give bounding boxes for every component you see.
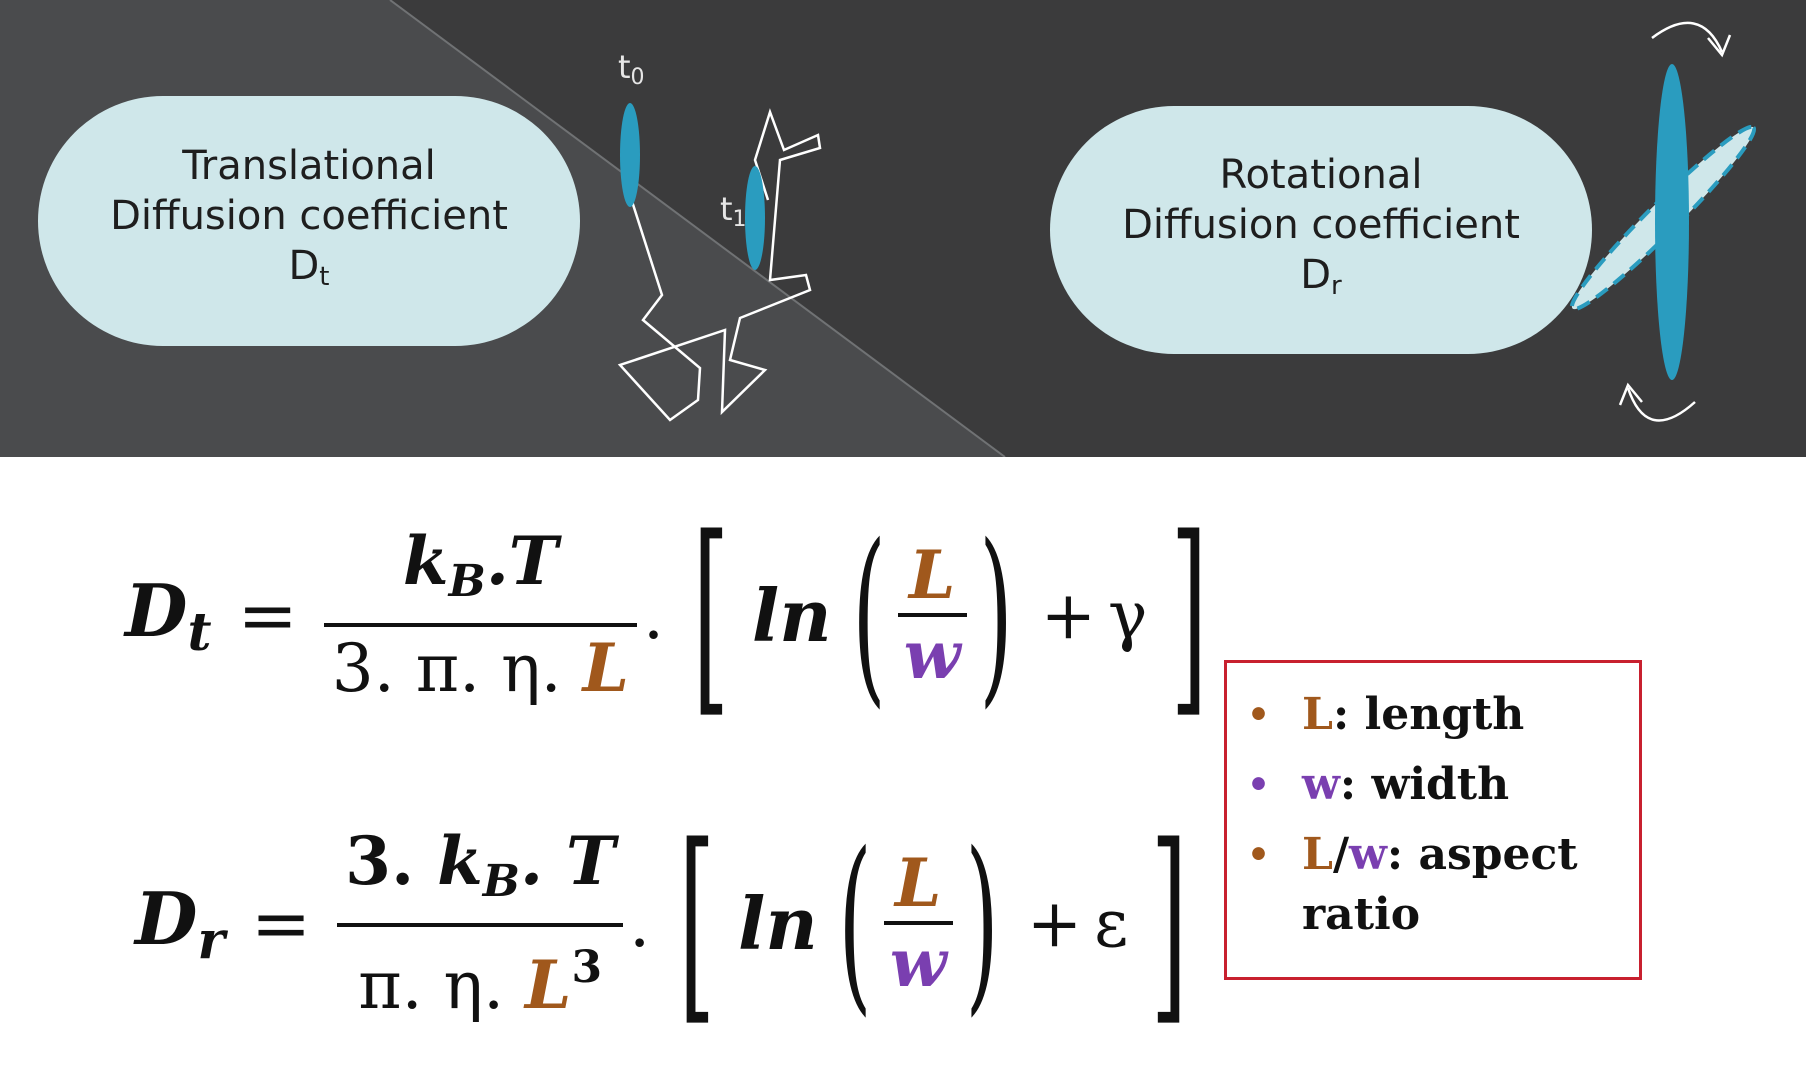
eq-t-plus: + bbox=[1040, 576, 1097, 654]
eq-r-aspect-numerator: L bbox=[895, 844, 942, 922]
rotational-equation: Dr = 3. kB. T π. η. L3 . [ ln ( L w ) + … bbox=[135, 818, 1210, 1028]
translational-diffusion-pill: Translational Diffusion coefficient Dt bbox=[38, 96, 580, 346]
eq-t-dot: . bbox=[643, 576, 664, 654]
rotation-arrowhead-top bbox=[1707, 34, 1732, 58]
eq-r-lhs: Dr bbox=[135, 875, 225, 971]
eq-t-left-paren: ( bbox=[852, 504, 886, 725]
eq-t-aspect-bar bbox=[897, 613, 967, 617]
translational-equation: Dt = kB.T 3. π. η. L . [ ln ( L w ) + γ … bbox=[125, 510, 1229, 720]
eq-t-ln: ln bbox=[751, 572, 832, 658]
eq-t-equals: = bbox=[237, 573, 298, 657]
legend-item-length: • L: length bbox=[1247, 685, 1639, 745]
variable-legend-list: • L: length • w: width • L/w: aspect rat… bbox=[1247, 685, 1639, 945]
eq-r-aspect-bar bbox=[883, 921, 953, 925]
translational-subtitle: Diffusion coefficient bbox=[110, 192, 508, 239]
eq-r-plus: + bbox=[1026, 884, 1083, 962]
diagonal-divider bbox=[389, 0, 1006, 457]
rotational-subtitle: Diffusion coefficient bbox=[1122, 201, 1520, 248]
eq-t-gamma: γ bbox=[1108, 576, 1148, 654]
eq-t-aspect-fraction: L w bbox=[897, 536, 967, 694]
eq-r-fraction-bar bbox=[337, 922, 624, 927]
rotation-arrowhead-bottom bbox=[1618, 382, 1643, 406]
eq-t-denominator: 3. π. η. L bbox=[331, 629, 629, 707]
rotation-arrow-bottom bbox=[1626, 387, 1696, 422]
eq-t-left-bracket: [ bbox=[692, 492, 730, 737]
eq-r-right-bracket: ] bbox=[1150, 800, 1188, 1045]
t1-label: t1 bbox=[720, 190, 747, 232]
eq-r-fraction: 3. kB. T π. η. L3 bbox=[337, 820, 624, 1027]
rotational-diffusion-pill: Rotational Diffusion coefficient Dr bbox=[1050, 106, 1592, 354]
rotation-arrow-top bbox=[1651, 21, 1724, 53]
eq-t-numerator: kB.T bbox=[402, 522, 558, 607]
variable-legend-box: • L: length • w: width • L/w: aspect rat… bbox=[1224, 660, 1642, 980]
eq-r-epsilon: ε bbox=[1094, 884, 1129, 962]
eq-t-right-bracket: ] bbox=[1170, 492, 1207, 737]
eq-t-aspect-numerator: L bbox=[908, 536, 956, 614]
eq-r-denominator: π. η. L3 bbox=[358, 941, 603, 1024]
particle-t1 bbox=[745, 166, 765, 270]
rotational-title: Rotational bbox=[1219, 151, 1423, 198]
translational-title: Translational bbox=[182, 142, 436, 189]
eq-r-numerator: 3. kB. T bbox=[345, 821, 616, 907]
eq-r-left-paren: ( bbox=[838, 812, 872, 1033]
translational-symbol: Dt bbox=[288, 242, 330, 292]
eq-t-fraction: kB.T 3. π. η. L bbox=[323, 520, 637, 710]
diffusion-illustration-panel: t0 t1 Translational Diffusion coefficien… bbox=[0, 0, 1806, 457]
t0-label: t0 bbox=[618, 48, 645, 90]
eq-r-left-bracket: [ bbox=[678, 800, 716, 1045]
eq-t-right-paren: ) bbox=[978, 504, 1013, 725]
legend-item-aspect-ratio: • L/w: aspect ratio bbox=[1247, 825, 1639, 945]
rotational-particle bbox=[1655, 64, 1689, 380]
eq-r-right-paren: ) bbox=[965, 812, 999, 1033]
eq-r-aspect-denominator: w bbox=[889, 924, 947, 1002]
bullet-icon: • bbox=[1247, 694, 1271, 736]
rotational-symbol: Dr bbox=[1300, 251, 1342, 301]
eq-t-lhs: Dt bbox=[125, 567, 212, 663]
particle-t0 bbox=[620, 103, 640, 207]
eq-r-aspect-fraction: L w bbox=[883, 844, 953, 1002]
eq-t-fraction-bar bbox=[323, 623, 637, 627]
eq-r-dot: . bbox=[629, 884, 651, 962]
random-walk-path bbox=[617, 108, 822, 422]
eq-r-ln: ln bbox=[738, 880, 818, 966]
bullet-icon: • bbox=[1247, 764, 1271, 806]
eq-r-equals: = bbox=[250, 881, 312, 965]
legend-item-width: • w: width bbox=[1247, 755, 1639, 815]
bullet-icon: • bbox=[1247, 834, 1271, 876]
eq-t-aspect-denominator: w bbox=[903, 616, 961, 694]
